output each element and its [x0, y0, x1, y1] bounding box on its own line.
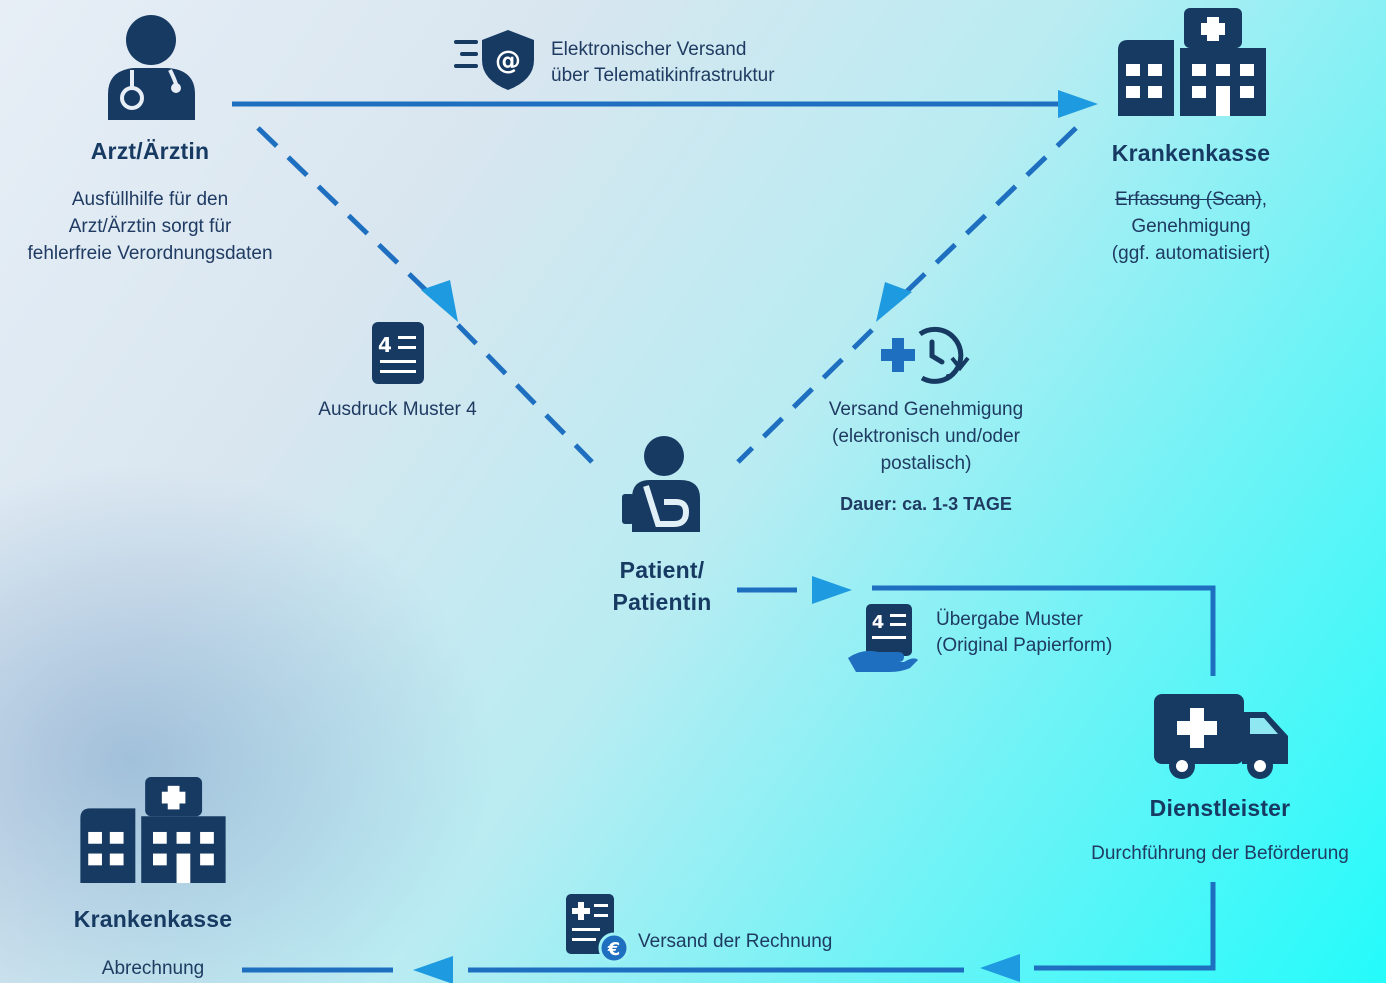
insurer-top-desc-line-3: (ggf. automatisiert) [1111, 243, 1271, 264]
patient-icon [622, 436, 700, 532]
handover-flow-arrowhead [812, 576, 852, 604]
invoice-label: Versand der Rechnung [638, 931, 833, 952]
insurer-bottom-title: Krankenkasse [73, 906, 233, 932]
insurer-bottom-description: Abrechnung [101, 958, 205, 979]
approval-flow-line [900, 126, 1078, 298]
handover-label: Übergabe Muster (Original Papierform) [936, 607, 1196, 659]
doctor-desc-line-1: Ausfüllhilfe für den [71, 189, 229, 210]
svg-text:4: 4 [378, 333, 392, 357]
insurer-top-desc-struck: Erfassung (Scan) [1114, 189, 1262, 210]
handover-flow-line-b [872, 585, 1216, 676]
provider-title: Dienstleister [1149, 795, 1291, 821]
medical-clock-icon [881, 326, 970, 384]
invoice-flow-line-a [1034, 882, 1216, 971]
doctor-desc-line-2: Arzt/Ärztin sorgt für [68, 216, 232, 237]
insurer-top-desc-line-1: Erfassung (Scan), [1060, 186, 1322, 213]
approval-line-3: postalisch) [880, 453, 972, 474]
hospital-icon [1118, 8, 1266, 116]
form-4-icon: 4 [372, 322, 424, 384]
svg-text:@: @ [495, 46, 521, 76]
provider-description: Durchführung der Beförderung [1091, 843, 1349, 864]
insurer-top-title: Krankenkasse [1111, 140, 1271, 166]
patient-title-line-2: Patientin [612, 589, 712, 615]
hospital-icon [80, 777, 226, 883]
insurer-top-desc-line-2: Genehmigung [1131, 216, 1251, 237]
approval-line-2: (elektronisch und/oder [832, 426, 1020, 447]
ambulance-icon [1154, 694, 1288, 779]
doctor-desc-line-3: fehlerfreie Verordnungsdaten [27, 243, 273, 264]
approval-description: Versand Genehmigung (elektronisch und/od… [790, 396, 1062, 477]
electronic-dispatch-line-2: über Telematikinfrastruktur [551, 65, 775, 86]
doctor-description: Ausfüllhilfe für den Arzt/Ärztin sorgt f… [0, 186, 300, 267]
doctor-title: Arzt/Ärztin [90, 138, 210, 164]
insurer-top-description: Erfassung (Scan), Genehmigung (ggf. auto… [1060, 186, 1322, 267]
print-flow-arrowhead [421, 280, 458, 322]
invoice-flow-arrowhead-a [980, 954, 1020, 982]
patient-title-line-1: Patient/ [619, 557, 705, 583]
insurer-top-desc-comma: , [1261, 189, 1268, 210]
form-in-hand-icon: 4 [848, 604, 918, 672]
print-flow-line-lower [456, 323, 594, 464]
svg-text:4: 4 [872, 612, 885, 633]
printout-label: Ausdruck Muster 4 [318, 399, 477, 420]
invoice-euro-icon: € [566, 894, 630, 964]
invoice-flow-arrowhead-b [413, 956, 453, 983]
patient-title: Patient/ Patientin [586, 554, 738, 618]
handover-line-1: Übergabe Muster [936, 609, 1083, 630]
secure-mail-icon: @ [454, 30, 534, 90]
electronic-dispatch-line-1: Elektronischer Versand [551, 39, 747, 60]
svg-text:€: € [607, 939, 621, 960]
approval-flow-line-lower [736, 328, 874, 464]
handover-line-2: (Original Papierform) [936, 635, 1113, 656]
approval-duration: Dauer: ca. 1-3 TAGE [840, 494, 1012, 514]
approval-flow-arrowhead [876, 282, 912, 322]
electronic-dispatch-label: Elektronischer Versand über Telematikinf… [551, 37, 871, 89]
doctor-icon [108, 15, 195, 120]
approval-line-1: Versand Genehmigung [828, 399, 1024, 420]
electronic-flow-arrowhead [1058, 90, 1098, 118]
